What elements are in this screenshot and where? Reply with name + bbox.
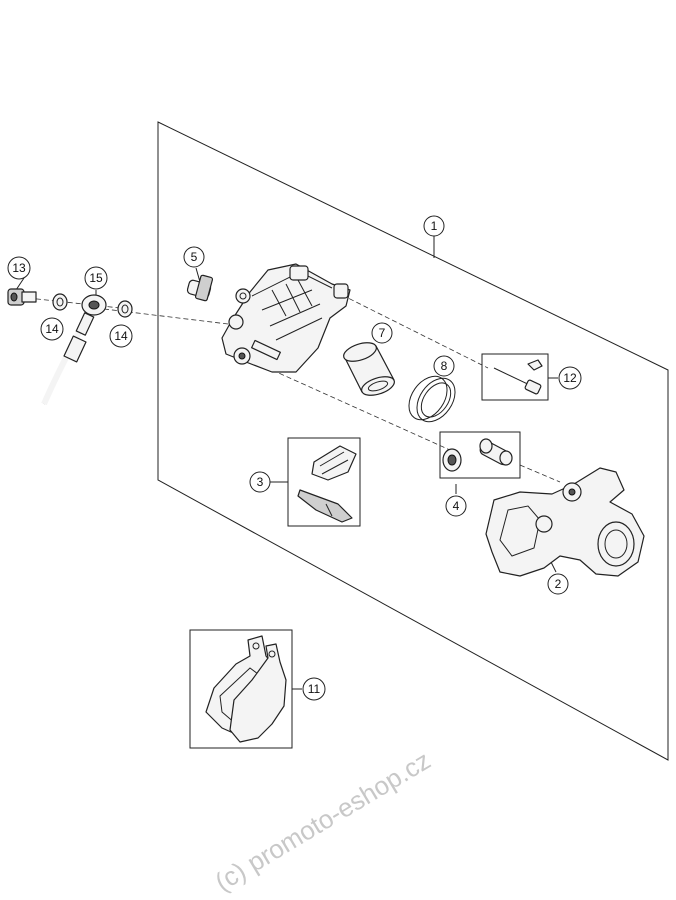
piston	[343, 342, 395, 396]
seal-rings	[408, 375, 456, 423]
bleeder-kit-box	[439, 431, 521, 479]
callout-number: 5	[191, 250, 198, 264]
dust-boot-and-cap	[442, 438, 513, 472]
callout-number: 1	[431, 219, 438, 233]
watermark-text: (c) promoto-eshop.cz	[210, 745, 436, 897]
leader-lines	[15, 236, 558, 690]
callout-12: 12	[558, 366, 582, 390]
caliper-body	[221, 263, 351, 373]
guide-pin	[493, 359, 543, 395]
callout-8: 8	[433, 355, 455, 377]
pad-spring-kit	[297, 445, 357, 523]
bleeder-screw	[186, 274, 214, 302]
caliper-carrier	[485, 467, 645, 577]
assembly-frame	[157, 121, 669, 761]
callout-number: 3	[257, 475, 264, 489]
callout-number: 13	[12, 261, 26, 275]
callout-2: 2	[547, 573, 569, 595]
pad-pin-kit-box	[287, 437, 361, 527]
callout-number: 8	[441, 359, 448, 373]
brake-pads-box	[189, 629, 293, 749]
callout-5: 5	[183, 246, 205, 268]
callout-15: 15	[84, 266, 108, 290]
callout-number: 2	[555, 577, 562, 591]
callout-number: 7	[379, 326, 386, 340]
callout-number: 14	[45, 322, 59, 336]
brake-hose-assembly	[41, 294, 107, 406]
callout-7: 7	[371, 322, 393, 344]
washer-left	[52, 293, 68, 311]
banjo-bolt	[7, 288, 37, 306]
callout-number: 12	[563, 371, 577, 385]
callout-14-left: 14	[40, 317, 64, 341]
washer-right	[117, 300, 133, 318]
callout-number: 11	[308, 682, 321, 696]
callout-13: 13	[7, 256, 31, 280]
callout-number: 15	[89, 271, 103, 285]
callout-11: 11	[302, 677, 326, 701]
callout-3: 3	[249, 471, 271, 493]
callout-14-right: 14	[109, 324, 133, 348]
callout-1: 1	[423, 215, 445, 237]
assembly-axis-lines	[27, 294, 561, 483]
callout-number: 4	[453, 499, 460, 513]
pin-kit-box	[481, 353, 549, 401]
callout-4: 4	[445, 495, 467, 517]
callout-number: 14	[114, 329, 128, 343]
brake-pads	[205, 635, 287, 743]
